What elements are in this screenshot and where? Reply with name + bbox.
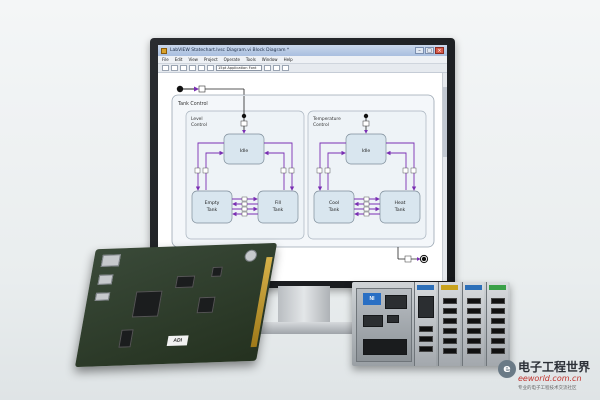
distribute-objects-icon[interactable]: [273, 65, 280, 71]
vertical-scrollbar[interactable]: [442, 73, 447, 281]
usb-port: [97, 274, 114, 285]
fill-tank-label-1: Fill: [275, 200, 281, 206]
io-module-1: [414, 282, 436, 366]
watermark-chinese-name: 电子工程世界: [518, 360, 591, 374]
menu-view[interactable]: View: [188, 57, 198, 62]
board-logo: ADI: [166, 335, 189, 347]
eeworld-logo-icon: e: [498, 360, 516, 378]
processor-chip: [131, 290, 163, 318]
labview-app-icon: [161, 47, 167, 54]
ethernet-port: [100, 254, 121, 267]
menu-operate[interactable]: Operate: [223, 57, 240, 62]
level-initial-dot: [241, 113, 247, 119]
menu-edit[interactable]: Edit: [174, 57, 183, 62]
menu-help[interactable]: Help: [283, 57, 293, 62]
temp-region-title-1: Temperature: [312, 116, 341, 122]
align-objects-icon[interactable]: [264, 65, 271, 71]
regulator-chip: [210, 266, 223, 277]
empty-tank-label-1: Empty: [205, 200, 220, 206]
initial-state-dot: [176, 85, 184, 93]
power-terminal: [363, 339, 407, 355]
controller-chip: [196, 296, 216, 314]
temp-transition-nodes: [316, 167, 417, 217]
scrollbar-thumb[interactable]: [443, 87, 447, 157]
menu-project[interactable]: Project: [203, 57, 218, 62]
state-level-idle-label: Idle: [240, 148, 249, 154]
level-region-title-1: Level: [191, 116, 203, 122]
watermark-url: eeworld.com.cn: [518, 374, 582, 383]
cool-tank-label-1: Cool: [329, 200, 339, 206]
state-heat-tank: [379, 190, 421, 224]
maximize-button[interactable]: □: [425, 47, 434, 54]
io-module-2: [438, 282, 460, 366]
state-temp-idle: [345, 133, 387, 165]
run-arrow-icon[interactable]: [162, 65, 169, 71]
minimize-button[interactable]: –: [415, 47, 424, 54]
monitor: LabVIEW Statechart.lvsc Diagram.vi Block…: [150, 38, 455, 288]
serial-port: [385, 295, 407, 309]
state-level-idle: [223, 133, 265, 165]
menu-tools[interactable]: Tools: [245, 57, 256, 62]
window-titlebar[interactable]: LabVIEW Statechart.lvsc Diagram.vi Block…: [158, 45, 447, 56]
entry-terminal: [198, 85, 206, 93]
statechart-diagram: Tank Control Level Control Idle Empty Ta…: [171, 85, 435, 264]
rio-controller: NI: [356, 288, 412, 362]
reorder-icon[interactable]: [282, 65, 289, 71]
monitor-stand-base: [246, 322, 364, 334]
abort-icon[interactable]: [180, 65, 187, 71]
eeworld-watermark: e 电子工程世界 eeworld.com.cn 专业的电子工程技术交流社区: [498, 358, 598, 398]
step-into-icon[interactable]: [207, 65, 214, 71]
embedded-dev-board: ADI: [74, 242, 278, 368]
dsub-connector: [418, 296, 434, 318]
memory-chip: [174, 275, 196, 289]
level-transition-nodes: [194, 167, 295, 217]
cool-tank-label-2: Tank: [328, 207, 340, 213]
block-diagram-canvas[interactable]: Tank Control Level Control Idle Empty Ta…: [158, 73, 442, 281]
temp-region-title-2: Control: [313, 122, 329, 128]
state-empty-tank: [191, 190, 233, 224]
menu-file[interactable]: File: [162, 57, 169, 62]
fill-tank-label-2: Tank: [272, 207, 284, 213]
heat-tank-label-2: Tank: [394, 207, 406, 213]
window-title: LabVIEW Statechart.lvsc Diagram.vi Block…: [170, 48, 290, 53]
tank-control-title: Tank Control: [177, 101, 208, 107]
watermark-tagline: 专业的电子工程技术交流社区: [518, 386, 577, 391]
audio-jack: [243, 249, 258, 262]
io-module-4: [486, 282, 508, 366]
ethernet-port-rio: [363, 315, 383, 327]
flash-chip: [118, 329, 134, 348]
toolbar: 15pt Application Font: [158, 64, 447, 73]
menu-bar: File Edit View Project Operate Tools Win…: [158, 56, 447, 64]
highlight-execution-icon[interactable]: [198, 65, 205, 71]
heat-tank-label-1: Heat: [395, 200, 406, 206]
ni-logo: NI: [363, 293, 381, 305]
state-temp-idle-label: Idle: [362, 148, 371, 154]
run-continuous-icon[interactable]: [171, 65, 178, 71]
menu-window[interactable]: Window: [261, 57, 278, 62]
state-fill-tank: [257, 190, 299, 224]
pause-icon[interactable]: [189, 65, 196, 71]
monitor-stand-neck: [278, 286, 330, 324]
labview-window: LabVIEW Statechart.lvsc Diagram.vi Block…: [158, 45, 447, 281]
close-button[interactable]: ×: [435, 47, 444, 54]
state-cool-tank: [313, 190, 355, 224]
io-module-3: [462, 282, 484, 366]
compactrio-chassis: NI: [352, 282, 510, 366]
level-region-title-2: Control: [191, 122, 207, 128]
temp-initial-dot: [363, 113, 369, 119]
usb-port-2: [94, 292, 111, 301]
usb-port-rio: [387, 315, 399, 323]
font-select[interactable]: 15pt Application Font: [216, 65, 262, 71]
empty-tank-label-2: Tank: [206, 207, 218, 213]
